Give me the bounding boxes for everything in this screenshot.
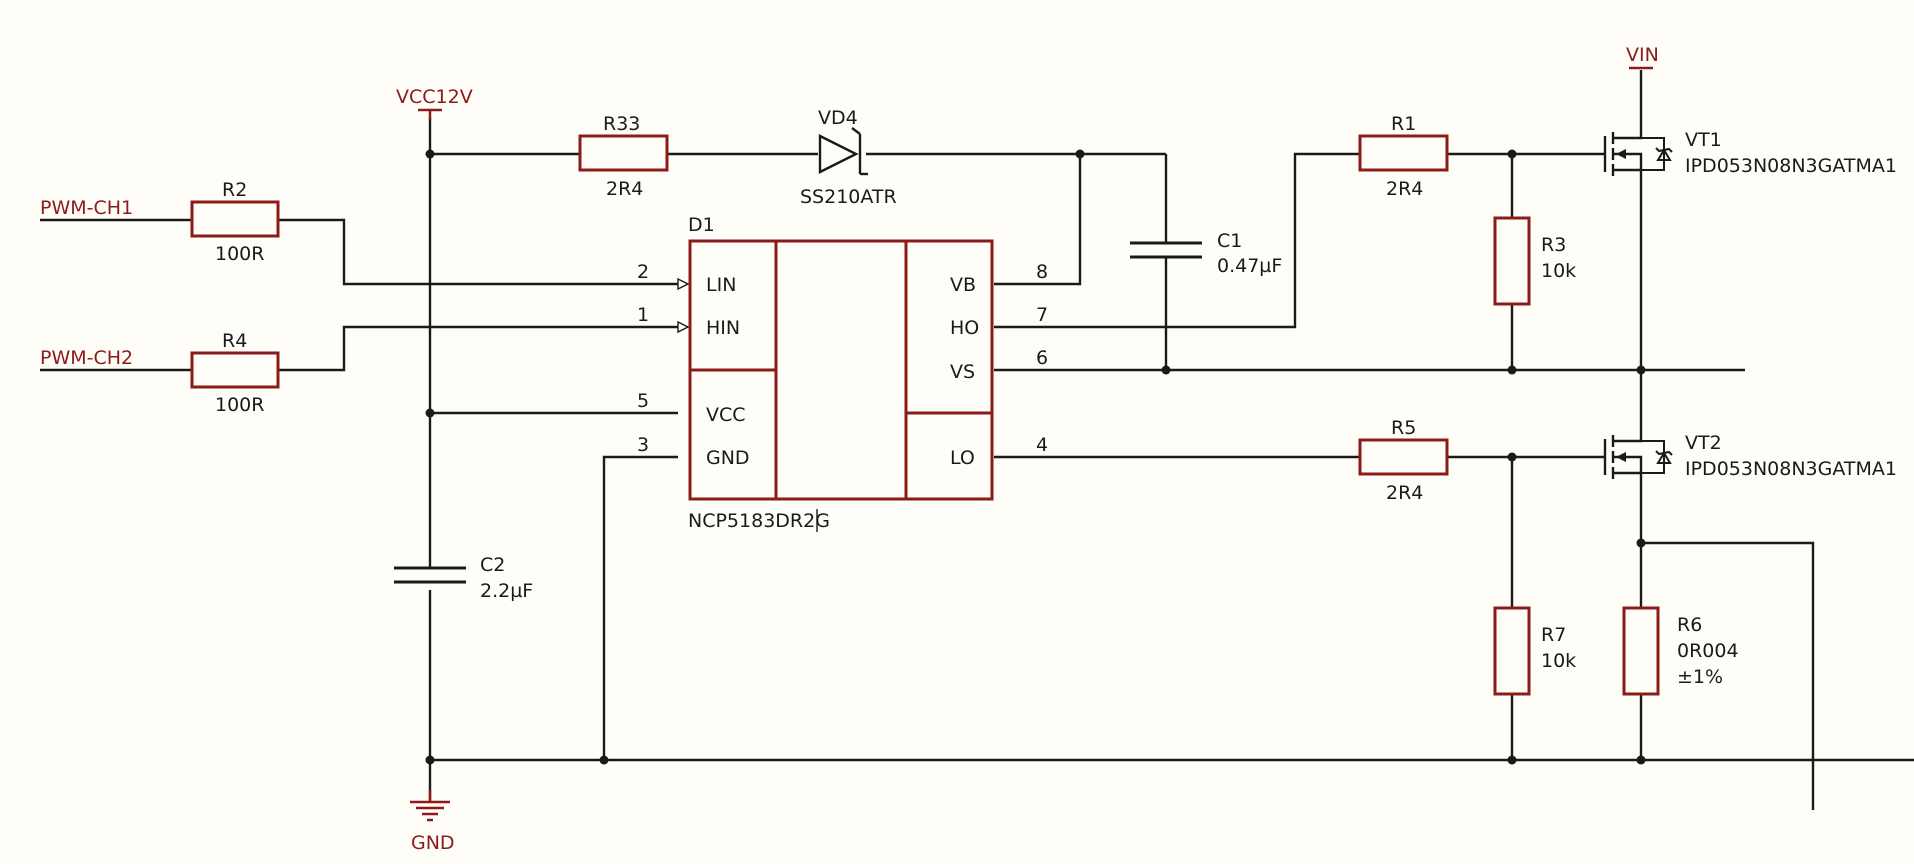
r1-value: 2R4 (1386, 178, 1423, 200)
junction (1507, 149, 1517, 159)
junction (425, 755, 435, 765)
resistor-r5: R5 2R4 (1358, 417, 1449, 504)
junction (1507, 452, 1517, 462)
c1-value: 0.47µF (1217, 255, 1282, 277)
mosfet-vt2: VT2 IPD053N08N3GATMA1 (1603, 432, 1897, 485)
vt1-value: IPD053N08N3GATMA1 (1685, 155, 1897, 177)
vt1-ref: VT1 (1685, 129, 1722, 151)
junction (1636, 538, 1646, 548)
net-label-pwm-ch1: PWM-CH1 (40, 197, 133, 219)
r33-value: 2R4 (606, 178, 643, 200)
r3-ref: R3 (1541, 234, 1566, 256)
net-label-gnd: GND (411, 832, 455, 854)
junction (1075, 149, 1085, 159)
pin-number-6: 6 (1036, 347, 1048, 369)
pin-name-lo: LO (950, 447, 975, 469)
r3-value: 10k (1541, 260, 1576, 282)
capacitor-c1: C1 0.47µF (1130, 230, 1282, 277)
junction (1507, 365, 1517, 375)
net-label-vcc12v: VCC12V (396, 86, 473, 108)
r4-ref: R4 (222, 330, 247, 352)
resistor-r3: R3 10k (1493, 216, 1576, 306)
net-label-vin: VIN (1626, 44, 1659, 66)
wires (40, 70, 1914, 810)
resistor-r33: R33 2R4 (578, 113, 669, 200)
d1-value: NCP5183DR2G (688, 510, 830, 532)
r5-ref: R5 (1391, 417, 1416, 439)
pin-name-vb: VB (950, 274, 976, 296)
diode-vd4: VD4 SS210ATR (800, 107, 897, 208)
net-label-pwm-ch2: PWM-CH2 (40, 347, 133, 369)
junction (425, 408, 435, 418)
pin-name-hin: HIN (706, 317, 740, 339)
r33-ref: R33 (603, 113, 640, 135)
pin-number-1: 1 (637, 304, 649, 326)
r1-ref: R1 (1391, 113, 1416, 135)
c1-ref: C1 (1217, 230, 1242, 252)
pin-number-5: 5 (637, 390, 649, 412)
resistor-r7: R7 10k (1493, 606, 1576, 696)
junctions (425, 149, 1646, 765)
vin-power-symbol: VIN (1626, 44, 1659, 70)
junction (1161, 365, 1171, 375)
capacitor-c2: C2 2.2µF (394, 554, 533, 602)
mosfet-vt1: VT1 IPD053N08N3GATMA1 (1603, 127, 1897, 182)
r2-value: 100R (215, 243, 264, 265)
junction (1636, 755, 1646, 765)
r7-ref: R7 (1541, 624, 1566, 646)
junction (425, 149, 435, 159)
pin-number-2: 2 (637, 261, 649, 283)
vd4-ref: VD4 (818, 107, 858, 129)
pin-name-vcc: VCC (706, 404, 746, 426)
r6-ref: R6 (1677, 614, 1702, 636)
pin-number-7: 7 (1036, 304, 1048, 326)
vt2-ref: VT2 (1685, 432, 1722, 454)
pin-number-3: 3 (637, 434, 649, 456)
gnd-symbol: GND (410, 790, 455, 854)
c2-ref: C2 (480, 554, 505, 576)
vcc12v-power-symbol: VCC12V (396, 86, 473, 120)
pin-number-4: 4 (1036, 434, 1048, 456)
vd4-value: SS210ATR (800, 186, 897, 208)
r6-value: 0R004 (1677, 640, 1739, 662)
r6-tolerance: ±1% (1677, 666, 1723, 688)
pin-name-ho: HO (950, 317, 979, 339)
r7-value: 10k (1541, 650, 1576, 672)
r5-value: 2R4 (1386, 482, 1423, 504)
resistor-r4: R4 100R (190, 330, 280, 416)
r2-ref: R2 (222, 179, 247, 201)
pin-name-gnd: GND (706, 447, 750, 469)
pin-name-lin: LIN (706, 274, 736, 296)
junction (599, 755, 609, 765)
r4-value: 100R (215, 394, 264, 416)
resistor-r2: R2 100R (190, 179, 280, 265)
pin-name-vs: VS (950, 361, 975, 383)
pin-number-8: 8 (1036, 261, 1048, 283)
junction (1507, 755, 1517, 765)
d1-ref: D1 (688, 214, 715, 236)
resistor-r1: R1 2R4 (1358, 113, 1449, 200)
junction (1636, 365, 1646, 375)
c2-value: 2.2µF (480, 580, 533, 602)
vt2-value: IPD053N08N3GATMA1 (1685, 458, 1897, 480)
resistor-r6: R6 0R004 ±1% (1622, 606, 1739, 696)
ic-d1: D1 NCP5183DR2G LIN HIN VCC GND 2 1 5 3 V… (637, 214, 1048, 532)
